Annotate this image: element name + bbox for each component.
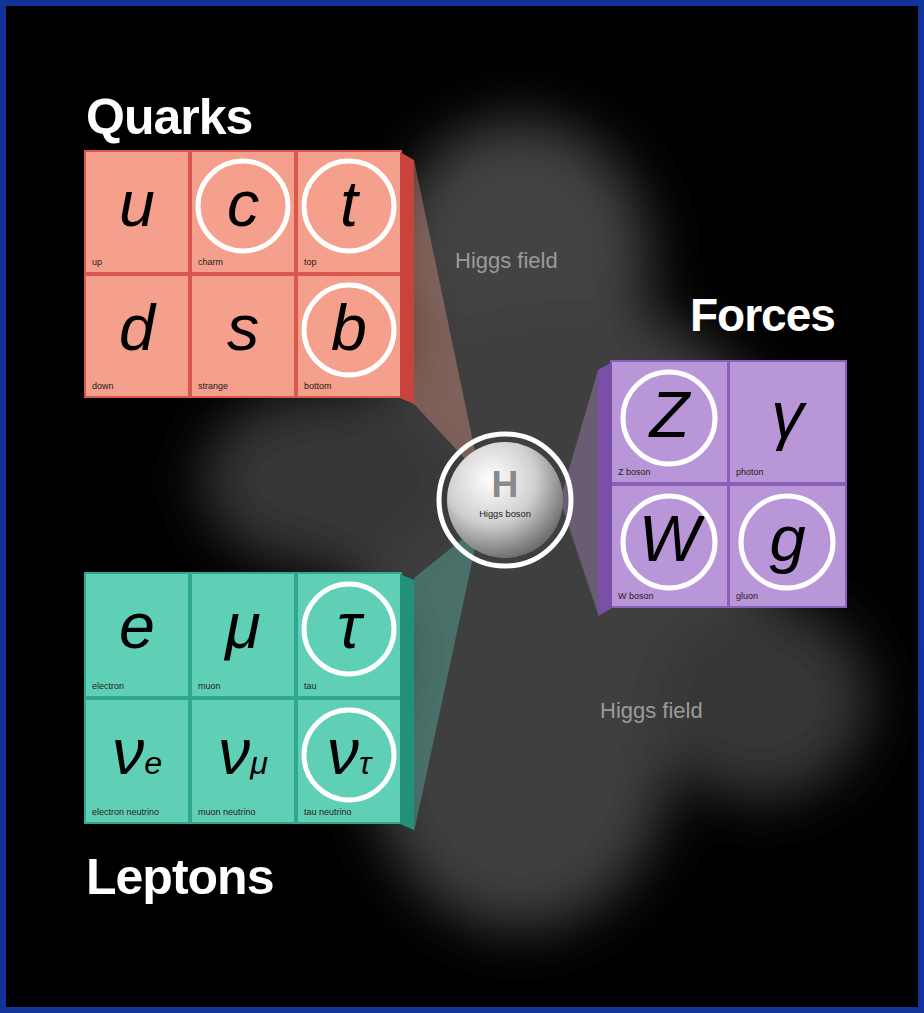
particle-symbol: H: [447, 466, 563, 503]
particle-name: tau: [304, 682, 317, 691]
quark-box: d down: [86, 276, 188, 396]
particle-symbol: νe: [86, 720, 188, 785]
lepton-box: νe electron neutrino: [86, 700, 188, 822]
particle-symbol: ντ: [298, 720, 400, 785]
particle-name: muon: [198, 682, 221, 691]
light-beam: [414, 525, 480, 832]
particle-symbol: u: [86, 172, 188, 237]
particle-symbol: c: [192, 172, 294, 237]
quark-box: s strange: [192, 276, 294, 396]
lepton-box: νμ muon neutrino: [192, 700, 294, 822]
particle-name: gluon: [736, 592, 758, 601]
quark-box: t top: [298, 152, 400, 272]
quark-grid-back: [84, 150, 402, 398]
lepton-box: e electron: [86, 574, 188, 696]
lepton-box: μ muon: [192, 574, 294, 696]
particle-name: down: [92, 382, 114, 391]
particle-symbol: b: [298, 296, 400, 361]
group-heading: Quarks: [86, 92, 252, 142]
higgs-field-cloud: [200, 120, 870, 930]
particle-name: electron: [92, 682, 124, 691]
particle-symbol: t: [298, 172, 400, 237]
light-beam: [414, 160, 480, 475]
particle-name: tau neutrino: [304, 808, 352, 817]
particle-name: bottom: [304, 382, 332, 391]
particle-name: W boson: [618, 592, 654, 601]
particle-symbol: Z: [612, 382, 727, 447]
quark-grid-side: [400, 152, 414, 404]
lepton-box: τ tau: [298, 574, 400, 696]
particle-symbol: τ: [298, 594, 400, 659]
group-heading: Leptons: [86, 852, 273, 902]
particle-symbol: d: [86, 296, 188, 361]
particle-symbol: νμ: [192, 720, 294, 785]
quark-box: b bottom: [298, 276, 400, 396]
quark-box: c charm: [192, 152, 294, 272]
particle-name: electron neutrino: [92, 808, 159, 817]
lepton-box: ντ tau neutrino: [298, 700, 400, 822]
particle-name: charm: [198, 258, 223, 267]
group-heading: Forces: [690, 292, 835, 338]
particle-name: up: [92, 258, 102, 267]
watermark-text: Higgs field: [600, 700, 703, 722]
particle-symbol: W: [612, 506, 727, 571]
higgs-sphere: [447, 442, 563, 558]
particle-name: muon neutrino: [198, 808, 256, 817]
force-box: Z Z boson: [612, 362, 727, 482]
particle-name: top: [304, 258, 317, 267]
highlight-ring: [439, 434, 571, 566]
particle-symbol: γ: [730, 382, 845, 447]
watermark-text: Higgs field: [455, 250, 558, 272]
particle-name: Higgs boson: [447, 510, 563, 519]
particle-name: photon: [736, 468, 764, 477]
particle-symbol: e: [86, 594, 188, 659]
particle-symbol: μ: [192, 594, 294, 659]
light-beam: [560, 370, 598, 614]
particle-name: strange: [198, 382, 228, 391]
particle-symbol: s: [192, 296, 294, 361]
black-ground: [6, 6, 918, 1007]
lepton-grid-back: [84, 572, 402, 824]
force-grid-side: [598, 362, 612, 616]
force-grid-back: [610, 360, 847, 608]
higgs-circle: H Higgs boson: [447, 442, 563, 558]
lepton-grid-side: [400, 574, 414, 830]
force-box: W W boson: [612, 486, 727, 606]
force-box: γ photon: [730, 362, 845, 482]
force-box: g gluon: [730, 486, 845, 606]
particle-name: Z boson: [618, 468, 651, 477]
particle-symbol: g: [730, 506, 845, 571]
quark-box: u up: [86, 152, 188, 272]
